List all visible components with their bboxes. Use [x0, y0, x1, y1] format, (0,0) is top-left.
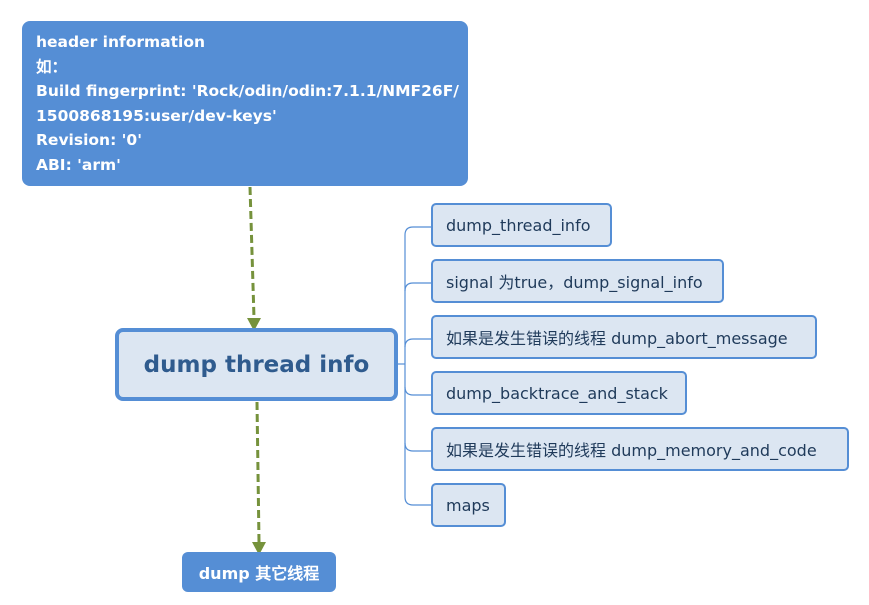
- header-information-node[interactable]: header information 如： Build fingerprint:…: [22, 21, 468, 186]
- subtopic-label: maps: [446, 495, 490, 515]
- header-line: header information: [36, 33, 206, 51]
- header-line: Revision: '0': [36, 131, 142, 149]
- subtopic-node[interactable]: signal 为true，dump_signal_info: [431, 259, 724, 303]
- subtopic-node[interactable]: 如果是发生错误的线程 dump_memory_and_code: [431, 427, 849, 471]
- subtopic-label: 如果是发生错误的线程 dump_memory_and_code: [446, 441, 817, 460]
- bottom-node-label: dump 其它线程: [198, 564, 320, 583]
- central-topic-label: dump thread info: [143, 351, 370, 378]
- header-line: ABI: 'arm': [36, 155, 121, 174]
- subtopic-label: dump_thread_info: [446, 215, 591, 235]
- arrowhead-icon: [247, 318, 261, 331]
- central-topic-node[interactable]: dump thread info: [115, 328, 398, 401]
- header-line: Build fingerprint: 'Rock/odin/odin:7.1.1…: [36, 82, 459, 100]
- arrowhead-icon: [252, 542, 266, 555]
- arrow-header-to-central: [248, 186, 256, 319]
- branch-lines: [398, 226, 431, 506]
- subtopic-label: dump_backtrace_and_stack: [446, 383, 668, 403]
- header-line: 如：: [36, 57, 68, 76]
- arrow-central-to-bottom: [255, 401, 261, 543]
- subtopic-node[interactable]: 如果是发生错误的线程 dump_abort_message: [431, 315, 817, 359]
- dump-other-threads-node[interactable]: dump 其它线程: [182, 552, 336, 592]
- subtopic-label: 如果是发生错误的线程 dump_abort_message: [446, 329, 788, 348]
- subtopic-label: signal 为true，dump_signal_info: [446, 273, 703, 292]
- header-line: 1500868195:user/dev-keys': [36, 106, 277, 125]
- subtopic-node[interactable]: dump_thread_info: [431, 203, 612, 247]
- subtopic-node[interactable]: dump_backtrace_and_stack: [431, 371, 687, 415]
- subtopic-node[interactable]: maps: [431, 483, 506, 527]
